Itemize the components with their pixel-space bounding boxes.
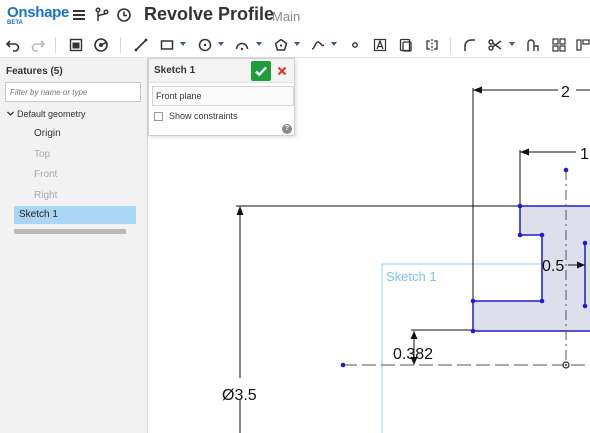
history-clock-icon[interactable] <box>116 7 132 23</box>
sketch-dialog: Sketch 1 Front plane Show constraints ? <box>148 58 295 136</box>
vertex-point <box>582 303 588 309</box>
offset-icon[interactable] <box>397 36 415 54</box>
branch-icon[interactable] <box>94 7 110 23</box>
toolbar-divider <box>450 37 451 53</box>
chevron-down-icon[interactable] <box>509 42 515 46</box>
fillet-icon[interactable] <box>460 36 478 54</box>
dimension-slot-label: 0.5 <box>542 258 564 275</box>
more-tools-icon[interactable] <box>574 36 590 54</box>
circle-icon[interactable] <box>196 36 214 54</box>
document-title[interactable]: Revolve Profile <box>144 4 275 24</box>
cancel-button[interactable] <box>275 63 289 79</box>
branch-name[interactable]: Main <box>272 9 301 24</box>
text-icon[interactable] <box>371 36 389 54</box>
chevron-down-icon[interactable] <box>180 42 186 46</box>
dimension-arrow <box>410 331 418 339</box>
spline-icon[interactable] <box>309 36 327 54</box>
feature-item-sketch-1[interactable]: Sketch 1 <box>14 206 136 224</box>
dimension-arrow <box>520 148 529 156</box>
feature-tree-title: Features (5) <box>6 66 63 77</box>
show-constraints-label[interactable]: Show constraints <box>169 111 238 121</box>
dimension-diameter-label: Ø3.5 <box>222 387 257 404</box>
logo-beta-badge: BETA <box>7 20 23 26</box>
vertex-point <box>539 298 545 304</box>
toolbar-divider <box>120 37 121 53</box>
vertex-point <box>582 240 588 246</box>
feature-item-label: Sketch 1 <box>19 209 58 220</box>
feature-tree-panel: Features (5) Default geometry Origin Top… <box>0 58 148 433</box>
line-icon[interactable] <box>132 36 150 54</box>
chevron-down-icon <box>7 111 14 116</box>
chevron-down-icon[interactable] <box>256 42 262 46</box>
app-header: Onshape BETA Revolve Profile Main <box>0 0 590 32</box>
sketch-plane-field[interactable]: Front plane <box>152 86 294 106</box>
rollback-bar[interactable] <box>14 229 126 234</box>
accept-button[interactable] <box>251 61 271 81</box>
sketch-drawing[interactable]: 2 1 Ø3.5 0.5 0.382 Sketch 1 <box>148 58 590 433</box>
default-geometry-group[interactable]: Default geometry <box>6 109 86 119</box>
new-sketch-icon[interactable] <box>67 36 85 54</box>
sketch-dimension-icon[interactable] <box>524 36 542 54</box>
vertex-point <box>517 232 523 238</box>
polygon-icon[interactable] <box>272 36 290 54</box>
redo-icon[interactable] <box>29 36 47 54</box>
vertex-point <box>340 362 346 368</box>
feature-filter-input[interactable] <box>5 82 141 102</box>
chevron-down-icon[interactable] <box>218 42 224 46</box>
sketch-toolbar <box>0 32 590 58</box>
sketch-label: Sketch 1 <box>386 269 437 284</box>
undo-icon[interactable] <box>4 36 22 54</box>
vertex-point <box>539 232 545 238</box>
dimension-arrow <box>473 86 482 94</box>
extrude-icon[interactable] <box>92 36 110 54</box>
dimension-arrow <box>577 261 585 269</box>
vertex-point <box>470 298 476 304</box>
feature-item-top[interactable]: Top <box>34 149 51 160</box>
hamburger-menu-icon[interactable] <box>71 7 87 23</box>
dimension-1-label: 1 <box>580 146 589 163</box>
checkmark-icon <box>255 66 267 77</box>
rectangle-icon[interactable] <box>158 36 176 54</box>
arc-icon[interactable] <box>233 36 251 54</box>
dimension-2-label: 2 <box>561 84 570 101</box>
origin-point-center <box>565 364 567 366</box>
dimension-arrow <box>410 357 418 365</box>
dimension-arrow <box>236 206 244 215</box>
onshape-logo[interactable]: Onshape BETA <box>7 5 69 27</box>
feature-item-right[interactable]: Right <box>34 190 58 201</box>
point-icon[interactable] <box>346 36 364 54</box>
vertex-point <box>470 328 476 334</box>
help-icon[interactable]: ? <box>282 124 292 134</box>
close-icon <box>277 66 287 76</box>
pattern-icon[interactable] <box>550 36 568 54</box>
chevron-down-icon[interactable] <box>331 42 337 46</box>
profile-region <box>473 206 590 331</box>
dialog-header: Sketch 1 <box>149 59 294 83</box>
feature-item-origin[interactable]: Origin <box>34 128 61 139</box>
dialog-title: Sketch 1 <box>154 65 196 76</box>
trim-icon[interactable] <box>486 36 504 54</box>
dimension-height-label: 0.382 <box>393 346 433 363</box>
group-label: Default geometry <box>17 109 86 119</box>
chevron-down-icon[interactable] <box>294 42 300 46</box>
mirror-icon[interactable] <box>423 36 441 54</box>
feature-item-front[interactable]: Front <box>34 169 58 180</box>
show-constraints-checkbox[interactable] <box>154 112 163 121</box>
toolbar-divider <box>55 37 56 53</box>
vertex-point <box>563 167 569 173</box>
logo-text: Onshape <box>7 4 70 21</box>
vertex-point <box>517 203 523 209</box>
sketch-plane-outline <box>381 263 590 433</box>
